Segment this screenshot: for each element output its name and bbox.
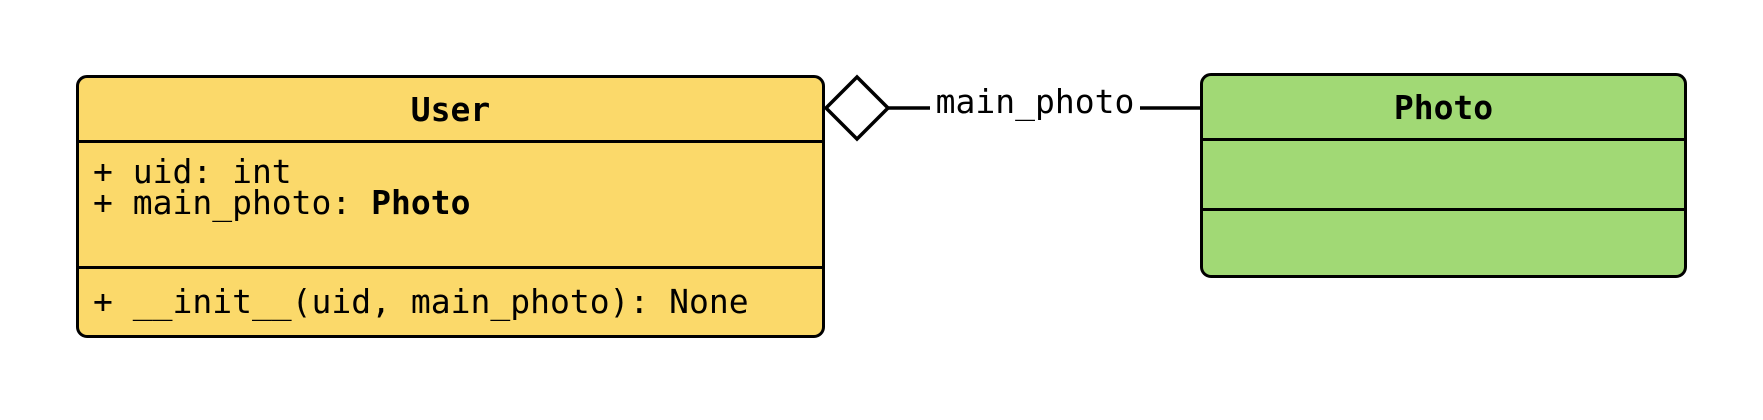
attribute-row: + main_photo: Photo xyxy=(93,186,812,219)
user-methods-compartment: + __init__(uid, main_photo): None xyxy=(79,266,822,335)
class-box-user: User + uid: int + main_photo: Photo + __… xyxy=(76,75,825,338)
user-class-name-label: User xyxy=(410,89,491,129)
method-row: + __init__(uid, main_photo): None xyxy=(93,284,749,320)
user-attributes-compartment: + uid: int + main_photo: Photo xyxy=(79,140,822,266)
attribute-text: + uid: int xyxy=(93,152,292,191)
attribute-text: + main_photo: xyxy=(93,183,372,222)
relation-label: main_photo xyxy=(932,82,1138,122)
class-box-photo: Photo xyxy=(1200,73,1687,278)
photo-title-compartment: Photo xyxy=(1203,76,1684,138)
aggregation-diamond-icon xyxy=(823,74,891,142)
photo-class-name-label: Photo xyxy=(1393,87,1494,127)
photo-attributes-compartment xyxy=(1203,138,1684,208)
user-title-compartment: User xyxy=(79,78,822,140)
attribute-type-reference: Photo xyxy=(371,183,471,222)
photo-methods-compartment xyxy=(1203,208,1684,275)
method-text: + __init__(uid, main_photo): None xyxy=(93,282,749,321)
attribute-row: + uid: int xyxy=(93,155,812,188)
